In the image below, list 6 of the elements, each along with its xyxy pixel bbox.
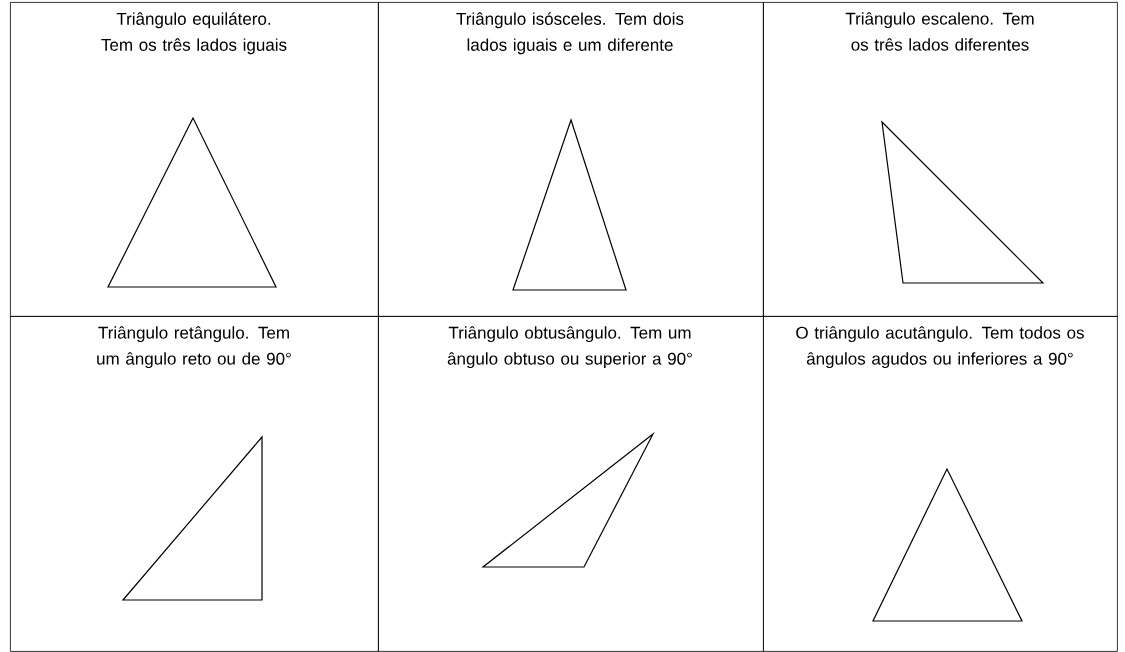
table-cell: Triângulo obtusângulo. Tem um ângulo obtuso ou superior a 90° xyxy=(378,316,764,652)
table-cell: Triângulo equilátero. Tem os três lados iguais xyxy=(10,2,379,317)
table-cell: O triângulo acutângulo. Tem todos os ângulos agudos ou inferiores a 90° xyxy=(763,316,1118,652)
table-cell: Triângulo escaleno. Tem os três lados diferentes xyxy=(763,2,1118,317)
table-cell: Triângulo isósceles. Tem dois lados iguais e um diferente xyxy=(378,2,764,317)
table-cell: Triângulo retângulo. Tem um ângulo reto ou de 90° xyxy=(10,316,379,652)
